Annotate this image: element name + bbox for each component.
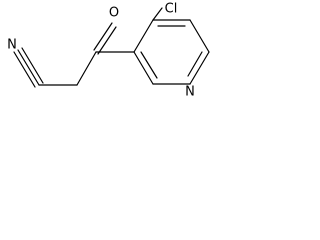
atom-label-oxygen: O	[109, 6, 119, 21]
bond-ch2-to-ch2	[76, 51, 97, 86]
bond-nitrile-triple-3	[21, 47, 44, 84]
bond-carbonyl-double-1	[93, 22, 113, 51]
bond-ring-c5-c6	[189, 19, 210, 53]
bond-ring-c4-cl	[152, 7, 163, 21]
chemical-structure-canvas: Cl O N N	[0, 0, 230, 120]
bond-nitrile-triple-2	[17, 49, 40, 86]
bond-ring-c2-c3	[133, 51, 154, 85]
bond-ring-aromatic-inner-3	[140, 51, 158, 79]
bond-ring-c6-n	[189, 51, 210, 85]
atom-label-nitrile-nitrogen: N	[7, 38, 17, 53]
bond-nitrile-triple-1	[13, 51, 36, 88]
atom-label-pyridine-nitrogen: N	[185, 85, 195, 100]
bond-ring-aromatic-inner-2	[187, 51, 203, 77]
chemical-structure: Cl O N N	[7, 2, 210, 100]
bond-ring-c3-c4	[133, 19, 154, 53]
bond-carbonyl-double-2	[97, 26, 117, 55]
atom-label-chlorine: Cl	[165, 2, 178, 17]
